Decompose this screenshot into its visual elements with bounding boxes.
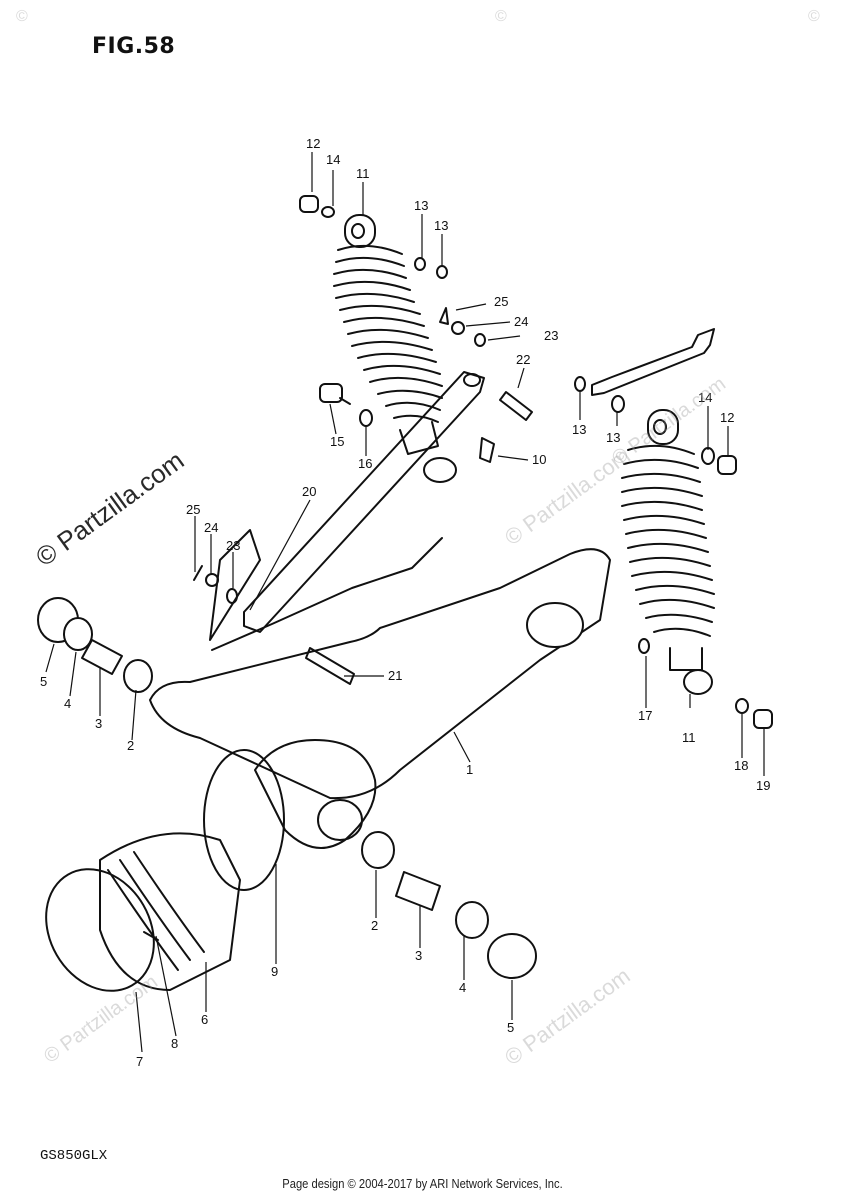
callout-label: 5 <box>507 1020 514 1035</box>
callout-label: 12 <box>306 136 320 151</box>
callout-label: 3 <box>95 716 102 731</box>
callout-label: 14 <box>698 390 712 405</box>
callout-label: 24 <box>204 520 218 535</box>
figure-title: FIG.58 <box>92 34 176 59</box>
swing-arm <box>149 529 611 849</box>
callout-label: 4 <box>64 696 71 711</box>
callout-label: 11 <box>356 166 370 181</box>
callout-label: 12 <box>720 410 734 425</box>
callout-label: 6 <box>201 1012 208 1027</box>
hardware-parts <box>193 195 773 729</box>
callout-label: 2 <box>371 918 378 933</box>
callout-label: 5 <box>40 674 47 689</box>
callout-label: 11 <box>682 730 696 745</box>
callout-label: 25 <box>494 294 508 309</box>
callout-label: 8 <box>171 1036 178 1051</box>
callout-label: 7 <box>136 1054 143 1069</box>
callout-label: 22 <box>516 352 530 367</box>
callout-label: 23 <box>544 328 558 343</box>
callout-label: 1 <box>466 762 473 777</box>
bracket-rod <box>591 328 715 396</box>
callout-label: 20 <box>302 484 316 499</box>
callout-label: 15 <box>330 434 344 449</box>
callout-label: 13 <box>606 430 620 445</box>
boot-assembly <box>45 749 285 992</box>
callout-label: 2 <box>127 738 134 753</box>
left-shock-absorber <box>333 214 457 483</box>
callout-label: 4 <box>459 980 466 995</box>
callout-label: 13 <box>434 218 448 233</box>
page-footer: Page design © 2004-2017 by ARI Network S… <box>282 1176 563 1191</box>
leader-lines <box>45 152 765 1053</box>
watermark-mark: © <box>495 8 507 25</box>
torque-link <box>243 371 485 633</box>
bearings <box>37 597 537 979</box>
right-shock-absorber <box>621 409 715 695</box>
callout-label: 16 <box>358 456 372 471</box>
callout-label: 25 <box>186 502 200 517</box>
callout-label: 18 <box>734 758 748 773</box>
callout-label: 14 <box>326 152 340 167</box>
callout-label: 3 <box>415 948 422 963</box>
callout-labels: 12 14 11 13 13 25 24 23 22 13 13 14 12 1… <box>40 136 770 1069</box>
callout-label: 24 <box>514 314 528 329</box>
callout-label: 17 <box>638 708 652 723</box>
callout-label: 23 <box>226 538 240 553</box>
callout-label: 13 <box>414 198 428 213</box>
callout-label: 19 <box>756 778 770 793</box>
callout-label: 9 <box>271 964 278 979</box>
model-code: GS850GLX <box>40 1148 108 1164</box>
callout-label: 13 <box>572 422 586 437</box>
watermark-mark: © <box>16 8 28 25</box>
callout-label: 10 <box>532 452 546 467</box>
callout-label: 21 <box>388 668 402 683</box>
watermark-mark: © <box>808 8 820 25</box>
